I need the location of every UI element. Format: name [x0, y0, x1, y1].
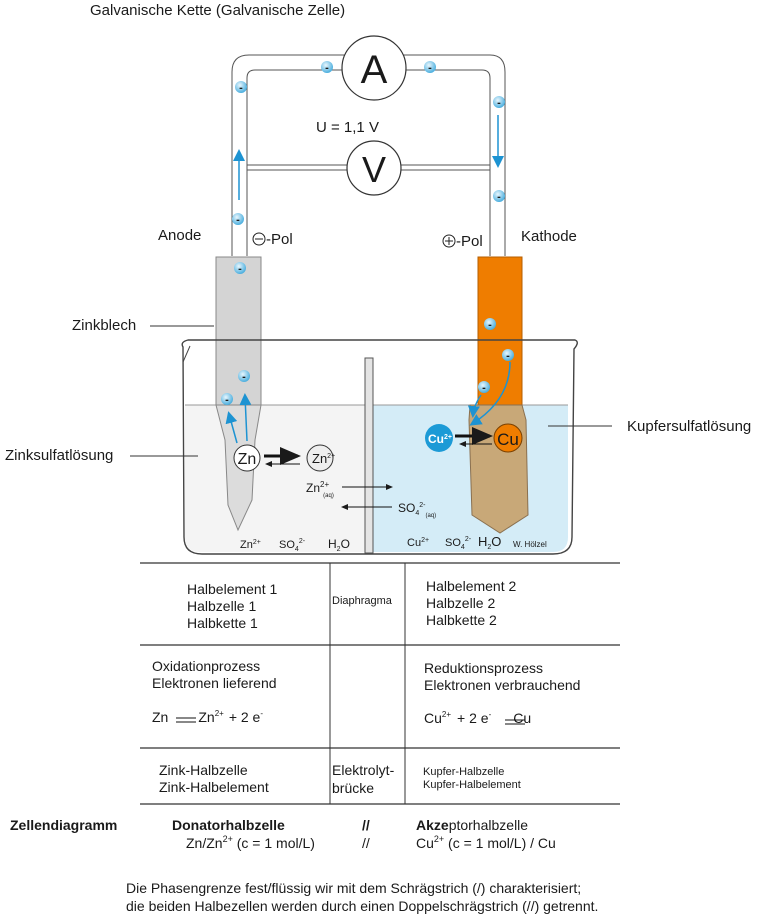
plus-pol-label: -Pol: [442, 233, 483, 250]
title: Galvanische Kette (Galvanische Zelle): [90, 2, 345, 19]
cathode-label: Kathode: [521, 228, 577, 245]
svg-text:Halbkette 2: Halbkette 2: [426, 612, 497, 628]
svg-text:H2O: H2O: [478, 534, 501, 551]
author-credit: W. Hölzel: [513, 540, 547, 549]
species-right: Cu2+ SO42- H2O W. Hölzel: [407, 534, 547, 551]
svg-text://: //: [362, 817, 370, 833]
svg-text:Zink-Halbelement: Zink-Halbelement: [159, 779, 269, 795]
svg-text:Cu2+: Cu2+: [428, 432, 452, 446]
svg-text:-: -: [497, 97, 501, 109]
electron-arrows: [225, 361, 511, 444]
electron: -: [478, 381, 490, 394]
svg-text:brücke: brücke: [332, 780, 374, 796]
svg-text:H2O: H2O: [328, 537, 350, 553]
electron: -: [493, 190, 505, 203]
electrons: - - - - - - - - - - - -: [221, 61, 514, 406]
electron: -: [238, 370, 250, 383]
svg-text:Zn: Zn: [238, 451, 257, 468]
table-row-1: Halbelement 1 Halbzelle 1 Halbkette 1 Di…: [187, 578, 516, 631]
svg-text:Cu: Cu: [497, 430, 519, 449]
svg-text:SO42-: SO42-: [445, 536, 472, 551]
copper-solution-label: Kupfersulfatlösung: [627, 418, 751, 435]
svg-text:Donatorhalbzelle: Donatorhalbzelle: [172, 817, 285, 833]
svg-text:Kupfer-Halbzelle: Kupfer-Halbzelle: [423, 766, 504, 778]
voltmeter-label: V: [362, 149, 386, 190]
electron: -: [232, 213, 244, 226]
zinc-solution-label: Zinksulfatlösung: [5, 447, 113, 464]
svg-text:-: -: [236, 214, 240, 226]
svg-text://: //: [362, 835, 370, 851]
table-row-3: Zink-Halbzelle Zink-Halbelement Elektrol…: [159, 762, 521, 796]
svg-text:-: -: [488, 319, 492, 331]
svg-text:-: -: [482, 382, 486, 394]
reduction-equation: Cu2++ 2 e-Cu: [424, 710, 531, 726]
svg-text:Zellendiagramm: Zellendiagramm: [10, 817, 117, 833]
svg-text:Oxidationprozess: Oxidationprozess: [152, 658, 260, 674]
svg-text:SO42-(aq): SO42-(aq): [398, 501, 436, 519]
svg-text:Elektrolyt-: Elektrolyt-: [332, 762, 395, 778]
svg-text:Zn2+: Zn2+: [240, 539, 261, 551]
zinc-reaction: Zn Zn2+: [233, 444, 335, 472]
svg-text:Akzeptorhalbzelle: Akzeptorhalbzelle: [416, 817, 528, 833]
svg-text:-: -: [225, 394, 229, 406]
svg-text:-: -: [238, 263, 242, 275]
electron: -: [493, 96, 505, 109]
electron: -: [235, 81, 247, 94]
table-row-2: Oxidationprozess Elektronen lieferend Zn…: [152, 658, 580, 726]
summary-table: [140, 562, 620, 805]
svg-text:Elektronen verbrauchend: Elektronen verbrauchend: [424, 677, 580, 693]
svg-text:-: -: [428, 62, 432, 74]
svg-text:Reduktionsprozess: Reduktionsprozess: [424, 660, 543, 676]
electron: -: [221, 393, 233, 406]
ammeter-label: A: [361, 48, 388, 92]
beaker-spout: [182, 345, 191, 363]
electron: -: [234, 262, 246, 275]
svg-text:Halbelement 1: Halbelement 1: [187, 581, 277, 597]
svg-text:Kupfer-Halbelement: Kupfer-Halbelement: [423, 779, 521, 791]
svg-text:-Pol: -Pol: [456, 233, 483, 250]
svg-text:Halbzelle 1: Halbzelle 1: [187, 598, 256, 614]
zinc-sulfate-solution: [185, 405, 366, 552]
svg-text:Die Phasengrenze fest/flüssig: Die Phasengrenze fest/flüssig wir mit de…: [126, 880, 581, 896]
svg-text:-: -: [325, 62, 329, 74]
electron: -: [502, 349, 514, 362]
svg-text:-: -: [497, 191, 501, 203]
voltage-label: U = 1,1 V: [316, 119, 379, 136]
svg-text:die beiden Halbezellen werden: die beiden Halbezellen werden durch eine…: [126, 898, 598, 914]
copper-electrode: [468, 256, 529, 534]
species-left: Zn2+ SO42- H2O: [240, 537, 350, 553]
svg-text:Zn2+: Zn2+: [312, 451, 335, 466]
anode-label: Anode: [158, 227, 201, 244]
svg-text:Halbkette 1: Halbkette 1: [187, 615, 258, 631]
electron: -: [321, 61, 333, 74]
cell-diagram: Zellendiagramm Donatorhalbzelle // Akzep…: [10, 817, 556, 851]
ion-migration: Zn2+(aq) SO42-(aq): [306, 480, 436, 519]
zinc-sheet-label: Zinkblech: [72, 317, 136, 334]
electron: -: [484, 318, 496, 331]
beaker: [181, 339, 578, 555]
svg-text:-Pol: -Pol: [266, 231, 293, 248]
ammeter: A: [341, 35, 407, 101]
voltmeter: V: [346, 140, 402, 196]
footnote: Die Phasengrenze fest/flüssig wir mit de…: [126, 880, 598, 914]
svg-text:-: -: [242, 371, 246, 383]
svg-text:Halbelement 2: Halbelement 2: [426, 578, 516, 594]
svg-text:-: -: [239, 82, 243, 94]
diaphragm: [364, 357, 374, 554]
minus-pol-label: -Pol: [252, 231, 293, 248]
electron: -: [424, 61, 436, 74]
svg-text:Halbzelle 2: Halbzelle 2: [426, 595, 495, 611]
svg-text:Cu2+ (c = 1 mol/L) / Cu: Cu2+ (c = 1 mol/L) / Cu: [416, 834, 556, 851]
copper-reaction: Cu2+ Cu: [425, 423, 523, 453]
svg-text:Diaphragma: Diaphragma: [332, 595, 393, 607]
svg-text:SO42-: SO42-: [279, 538, 306, 553]
svg-text:-: -: [506, 350, 510, 362]
svg-text:Elektronen lieferend: Elektronen lieferend: [152, 675, 277, 691]
svg-text:Cu2+: Cu2+: [407, 537, 429, 549]
svg-text:Zink-Halbzelle: Zink-Halbzelle: [159, 762, 248, 778]
svg-text:Zn/Zn2+ (c = 1 mol/L): Zn/Zn2+ (c = 1 mol/L): [186, 834, 315, 851]
svg-text:Zn2+(aq): Zn2+(aq): [306, 480, 334, 499]
